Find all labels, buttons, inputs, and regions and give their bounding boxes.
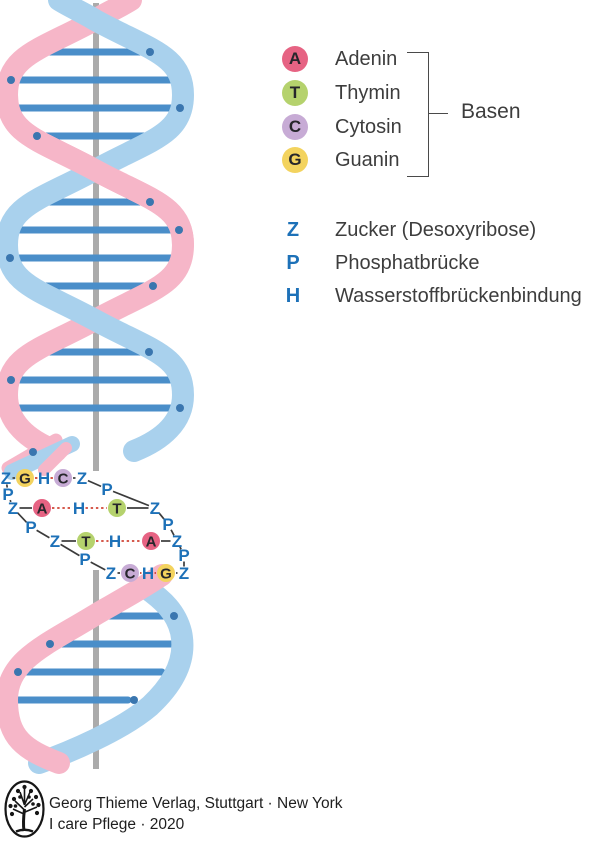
symbol-letter-z: Z [8, 499, 18, 518]
symbol-h: H [285, 285, 301, 307]
symbol-letter-p: P [2, 485, 13, 504]
base-letter: T [112, 500, 121, 517]
ribbon-dots [6, 48, 184, 704]
symbol-letter-h: H [73, 499, 85, 518]
adenin-label: Adenin [335, 48, 398, 70]
thieme-tree-logo-icon [4, 780, 45, 838]
helix-axis-rod [93, 3, 99, 769]
symbol-letter-z: Z [1, 469, 11, 488]
base-letter: A [37, 500, 48, 517]
symbol-letter-z: Z [50, 532, 60, 551]
symbol-letter-z: Z [179, 564, 189, 583]
symbol-letter-z: Z [172, 532, 182, 551]
pink-strand-top-overlay [0, 84, 194, 256]
guanin-circle-icon: G [282, 147, 308, 173]
base-letter: A [146, 533, 157, 550]
backbone-link-line [170, 529, 175, 536]
backbone-link-line [179, 546, 182, 550]
base-circle-t [108, 499, 126, 517]
base-letter: T [81, 533, 90, 550]
blue-strand-top [0, 0, 195, 462]
backbone-link-line [158, 512, 165, 520]
backbone-link-line [60, 543, 80, 557]
publisher-line: Georg Thieme Verlag, Stuttgart · New Yor… [49, 795, 343, 812]
symbol-letter-p: P [178, 546, 189, 565]
helix-ribbons-top [0, 0, 195, 462]
adenin-circle-icon: A [282, 46, 308, 72]
symbol-letter-p: P [25, 518, 36, 537]
base-pair-bars-top [12, 48, 178, 412]
symbol-p: P [286, 252, 300, 274]
thymin-circle-icon: T [282, 80, 308, 106]
zucker-label: Zucker (Desoxyribose) [335, 219, 537, 241]
base-letter: C [58, 470, 69, 487]
symbol-letter-z: Z [150, 499, 160, 518]
cytosin-circle-icon: C [282, 114, 308, 140]
thymin-label: Thymin [335, 82, 401, 104]
base-letter: G [19, 470, 31, 487]
symbol-letter-p: P [79, 550, 90, 569]
backbone-link-line [16, 512, 28, 523]
base-letter: C [125, 565, 136, 582]
symbol-letter-h: H [142, 564, 154, 583]
backbone-link-line [90, 561, 106, 571]
symbol-letter-p: P [162, 515, 173, 534]
base-circle-t [77, 532, 95, 550]
base-letter: G [160, 565, 172, 582]
ribbon-stubs-top [1, 433, 80, 480]
basen-bracket-stub [429, 113, 448, 114]
guanin-label: Guanin [335, 149, 400, 171]
symbol-letter-z: Z [106, 564, 116, 583]
symbol-letter-p: P [101, 480, 112, 499]
base-circle-g [157, 564, 175, 582]
product-line: I care Pflege · 2020 [49, 816, 185, 833]
symbol-letter-h: H [38, 469, 50, 488]
base-circle-g [16, 469, 34, 487]
backbone-link-line [36, 529, 50, 539]
backbone-link-line [9, 499, 12, 503]
base-circle-c [121, 564, 139, 582]
basen-bracket [407, 52, 429, 177]
symbol-letter-h: H [109, 532, 121, 551]
base-circle-c [54, 469, 72, 487]
symbol-letter-z: Z [77, 469, 87, 488]
phosphat-label: Phosphatbrücke [335, 252, 480, 274]
symbol-z: Z [286, 219, 300, 241]
wasserstoff-label: Wasserstoffbrückenbindung [335, 285, 582, 307]
cytosin-label: Cytosin [335, 116, 402, 138]
basen-group-label: Basen [461, 100, 521, 123]
base-circle-a [33, 499, 51, 517]
backbone-link-line [112, 490, 150, 507]
backbone-link-line [87, 479, 102, 488]
base-circle-a [142, 532, 160, 550]
pink-strand-bottom [0, 564, 173, 774]
